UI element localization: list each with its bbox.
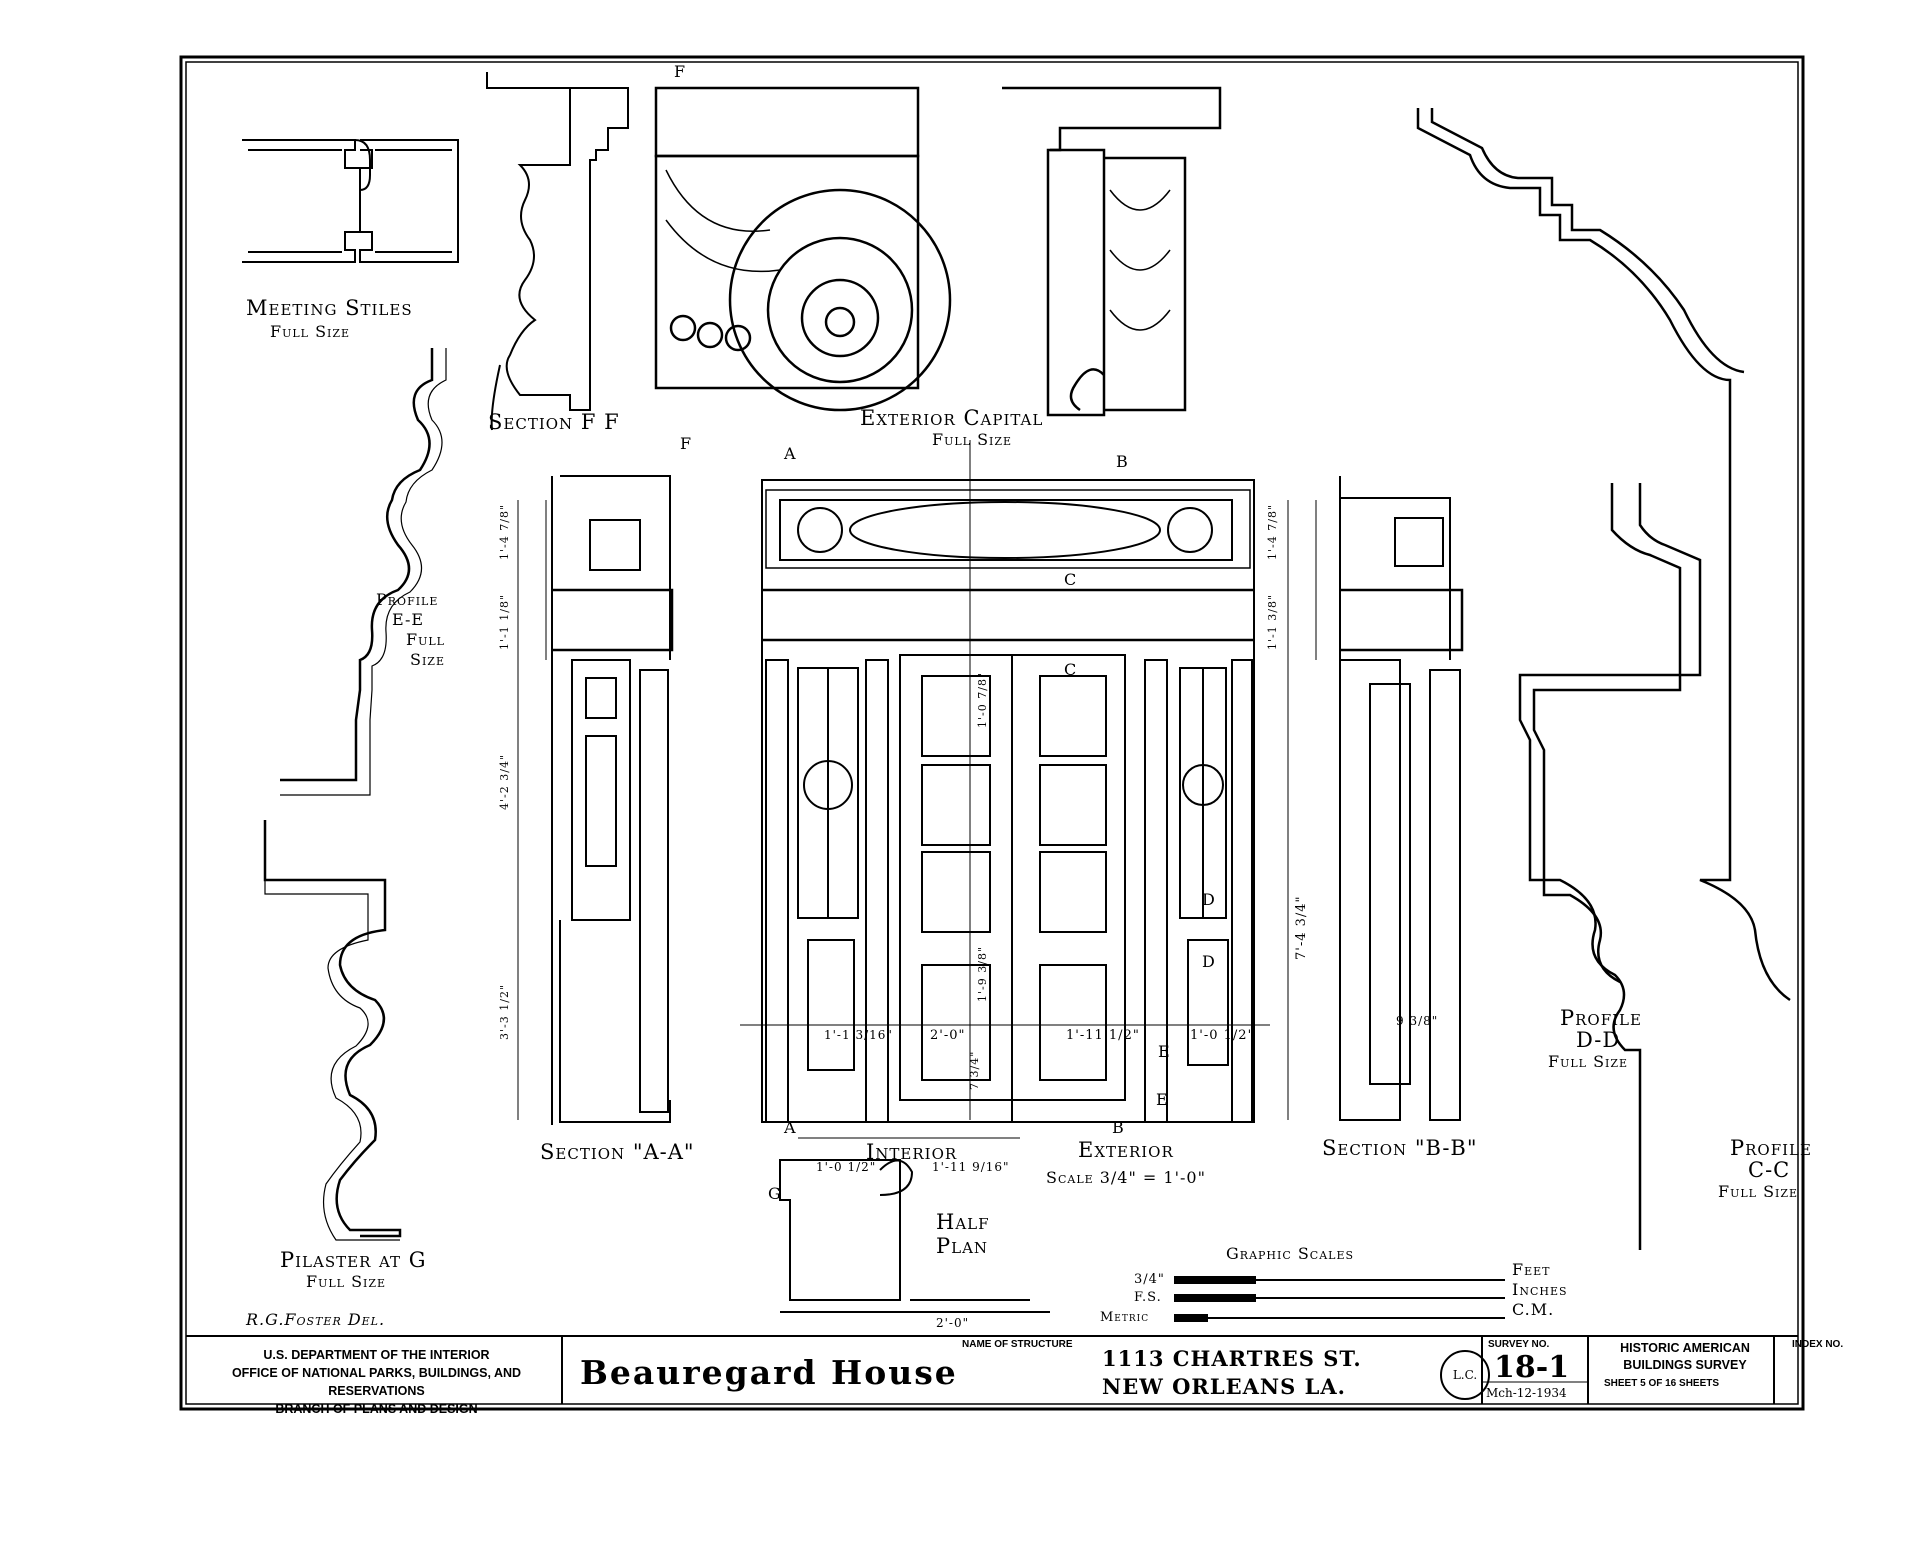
cut-marker-e-top: E [1158,1042,1171,1061]
label-half-plan-1: Half [936,1210,990,1234]
structure-name-label: NAME OF STRUCTURE [962,1339,1073,1350]
dimension-text-d17: 7 3/4" [968,1050,981,1090]
dimension-text-d2: 1'-1 1/8" [498,594,511,650]
dimension-text-d4: 3'-3 1/2" [498,984,511,1040]
dimension-lines [517,440,1317,1139]
address-line-2: NEW ORLEANS LA. [1102,1374,1346,1399]
dimension-text-d16: 9 3/8" [1396,1014,1439,1028]
department-line-1: U.S. DEPARTMENT OF THE INTERIOR [263,1348,490,1362]
label-profile-dd-1: Profile [1560,1006,1642,1030]
label-profile-cc-1: Profile [1730,1136,1812,1160]
meeting-stiles-detail [242,139,459,263]
section-bb-detail [1339,476,1464,1121]
dimension-text-d8: 1'-9 3/8" [976,946,989,1002]
label-half-plan-2: Plan [936,1234,989,1258]
cut-marker-b-bottom: B [1112,1118,1125,1137]
dimension-text-d11: 1'-0 1/2" [1190,1028,1255,1043]
half-plan-detail [779,1159,1050,1313]
dimension-text-d1: 1'-4 7/8" [498,504,511,560]
sheet-number: SHEET 5 OF 16 SHEETS [1604,1378,1720,1389]
program-line-2: BUILDINGS SURVEY [1623,1358,1747,1372]
label-profile-ee-3: Full [406,630,445,649]
survey-date: Mch-12-1934 [1486,1386,1567,1400]
label-section-bb: Section "B-B" [1322,1136,1478,1160]
label-profile-cc-3: Full Size [1718,1182,1799,1201]
address-line-1: 1113 CHARTRES ST. [1102,1346,1362,1371]
profile-dd-detail [1518,483,1702,1250]
program-name: HISTORIC AMERICAN BUILDINGS SURVEY [1594,1340,1776,1374]
label-exterior-capital: Exterior Capital [860,406,1044,430]
department-line-3: BRANCH OF PLANS AND DESIGN [275,1402,478,1416]
dimension-text-d3: 4'-2 3/4" [498,754,511,810]
cut-marker-d-bottom: D [1202,952,1216,971]
title-department: U.S. DEPARTMENT OF THE INTERIOR OFFICE O… [195,1346,558,1418]
cut-marker-c-top: C [1064,570,1078,589]
cut-marker-a-bottom: A [784,1118,797,1137]
label-pilaster-g: Pilaster at G [280,1248,427,1272]
label-scale-main: Scale 3/4" = 1'-0" [1046,1168,1206,1187]
survey-number: 18-1 [1494,1350,1570,1385]
dimension-text-d5: 1'-4 7/8" [1266,504,1279,560]
label-gs-unit2: Inches [1512,1280,1568,1299]
dimension-text-d6: 1'-1 3/8" [1266,594,1279,650]
label-profile-ee-4: Size [410,650,445,669]
dimension-text-d12: 7'-4 3/4" [1294,895,1309,960]
index-number-label: INDEX NO. [1792,1339,1844,1350]
dimension-text-d18: 1'-1 3/16" [824,1028,893,1042]
label-section-ff: Section F F [488,410,620,434]
label-gs-row2: F.S. [1134,1290,1162,1305]
label-meeting-stiles-scale: Full Size [270,322,351,341]
label-gs-row3: Metric [1100,1310,1150,1325]
label-section-aa: Section "A-A" [540,1140,695,1164]
cut-marker-e-bottom: E [1156,1090,1169,1109]
label-pilaster-g-scale: Full Size [306,1272,387,1291]
sheet-border-inner [185,61,1799,1405]
cut-marker-f-bottom: F [680,434,693,453]
profile-cc-detail [1416,108,1791,1002]
cut-marker-a-top: A [784,444,797,463]
label-exterior-capital-scale: Full Size [932,430,1013,449]
label-interior: Interior [866,1140,958,1164]
label-profile-ee-2: E-E [392,610,425,629]
dimension-text-d14: 1'-0 1/2" [816,1160,877,1174]
pilaster-g-detail [263,820,402,1241]
cut-marker-c-bottom: C [1064,660,1078,679]
cut-marker-b-top: B [1116,452,1129,471]
structure-name: Beauregard House [580,1353,958,1392]
cut-marker-g: G [768,1184,782,1203]
structure-address: 1113 CHARTRES ST. NEW ORLEANS LA. [1102,1345,1362,1401]
label-graphic-scales: Graphic Scales [1226,1244,1355,1263]
dimension-text-d7: 1'-0 7/8" [976,672,989,728]
sheet-border-outer [179,55,1805,1411]
label-profile-ee-1: Profile [376,590,439,609]
doorway-elevation [761,479,1255,1123]
label-profile-cc-2: C-C [1748,1158,1791,1182]
program-line-1: HISTORIC AMERICAN [1620,1341,1750,1355]
label-gs-row1: 3/4" [1134,1272,1165,1287]
label-gs-unit1: Feet [1512,1260,1551,1279]
exterior-capital-side [1002,86,1222,417]
dimension-text-d10: 1'-11 1/2" [1066,1028,1140,1043]
cut-marker-d-top: D [1202,890,1216,909]
survey-number-label: SURVEY NO. [1488,1339,1550,1350]
library-stamp: L.C. [1440,1350,1490,1400]
dimension-text-d15: 2'-0" [936,1316,970,1330]
label-delineator: R.G.Foster Del. [246,1310,386,1329]
department-line-2: OFFICE OF NATIONAL PARKS, BUILDINGS, AND… [231,1366,522,1398]
section-aa-detail [551,475,674,1125]
label-exterior: Exterior [1078,1138,1174,1162]
graphic-scales [1174,1276,1505,1322]
dimension-text-d9: 2'-0" [930,1028,966,1043]
label-meeting-stiles: Meeting Stiles [246,296,413,320]
profile-ee-detail [280,348,447,796]
dimension-text-d13: 1'-11 9/16" [932,1160,1010,1174]
label-profile-dd-3: Full Size [1548,1052,1629,1071]
section-ff-detail [486,72,629,431]
label-profile-dd-2: D-D [1576,1028,1621,1052]
cut-marker-f-top: F [674,62,687,81]
label-gs-unit3: C.M. [1512,1300,1555,1319]
exterior-capital-volute [654,86,952,412]
